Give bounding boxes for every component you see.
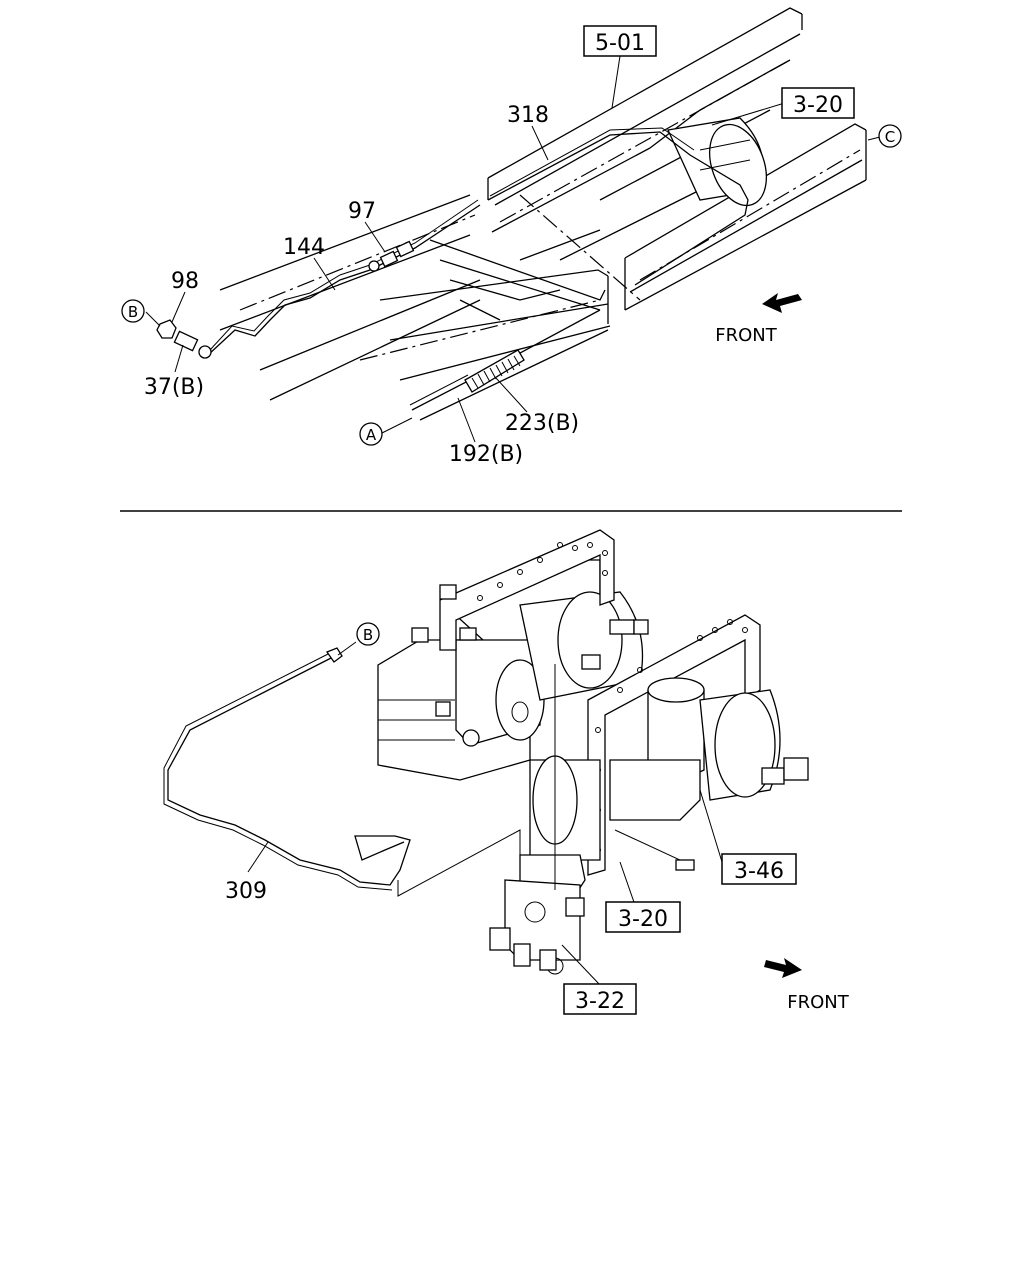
circle-ref-a[interactable]: A <box>359 422 383 446</box>
frame-rail-right <box>487 7 803 233</box>
circle-ref-b-upper[interactable]: B <box>121 299 145 323</box>
circle-ref-c-label: C <box>885 128 895 146</box>
ref-box-5-01-label: 5-01 <box>595 31 645 56</box>
fittings-lower <box>411 584 809 785</box>
relay-valve <box>489 854 586 975</box>
nut-98 <box>156 319 177 339</box>
label-144: 144 <box>283 235 325 260</box>
upper-leaders <box>145 55 881 443</box>
lower-leaders <box>247 641 723 986</box>
ref-box-5-01[interactable]: 5-01 <box>583 25 657 57</box>
lower-part-labels: 309 <box>225 879 267 904</box>
label-98: 98 <box>171 269 199 294</box>
upper-view: 5-01 3-20 318 97 144 98 37(B) 223(B) 192… <box>121 7 902 467</box>
frame-rail-left <box>219 194 481 401</box>
circle-ref-b-upper-label: B <box>128 303 138 321</box>
pipe-144 <box>207 204 481 356</box>
front-label-upper: FRONT <box>715 325 777 346</box>
circle-ref-a-label: A <box>366 426 377 444</box>
frame-rail-a <box>359 269 611 421</box>
lower-view: 3-46 3-20 3-22 309 B FRONT <box>163 529 850 1015</box>
ref-box-3-20-upper[interactable]: 3-20 <box>781 87 855 119</box>
front-indicator-upper: FRONT <box>715 293 802 346</box>
air-tank <box>667 117 767 207</box>
front-indicator-lower: FRONT <box>764 958 850 1013</box>
front-label-lower: FRONT <box>787 992 849 1013</box>
frame-bracket-top <box>439 529 615 651</box>
ref-box-3-22-label: 3-22 <box>575 989 625 1014</box>
label-97: 97 <box>348 199 376 224</box>
ref-box-3-20-upper-label: 3-20 <box>793 93 843 118</box>
fitting-97 <box>368 240 415 272</box>
label-223b: 223(B) <box>505 411 579 436</box>
protector-223b <box>464 349 525 393</box>
ref-box-3-20-lower[interactable]: 3-20 <box>605 901 681 933</box>
circle-ref-b-lower-label: B <box>363 626 373 644</box>
air-dryer <box>647 677 781 801</box>
front-arrow-icon-upper <box>762 293 802 313</box>
tank-middle <box>519 591 644 701</box>
label-318: 318 <box>507 103 549 128</box>
ref-box-3-20-lower-label: 3-20 <box>618 907 668 932</box>
ref-box-3-46-label: 3-46 <box>734 859 784 884</box>
ref-box-3-46[interactable]: 3-46 <box>721 853 797 885</box>
ref-box-3-22[interactable]: 3-22 <box>563 983 637 1015</box>
pipe-309 <box>163 647 521 897</box>
label-37b: 37(B) <box>144 375 204 400</box>
upper-part-labels: 318 97 144 98 37(B) 223(B) 192(B) <box>144 103 579 467</box>
label-192b: 192(B) <box>449 442 523 467</box>
circle-ref-b-lower[interactable]: B <box>356 622 380 646</box>
front-arrow-icon-lower <box>764 958 802 978</box>
label-309: 309 <box>225 879 267 904</box>
union-37b <box>173 330 212 359</box>
circle-ref-c[interactable]: C <box>878 124 902 148</box>
pipe-318 <box>487 131 749 286</box>
